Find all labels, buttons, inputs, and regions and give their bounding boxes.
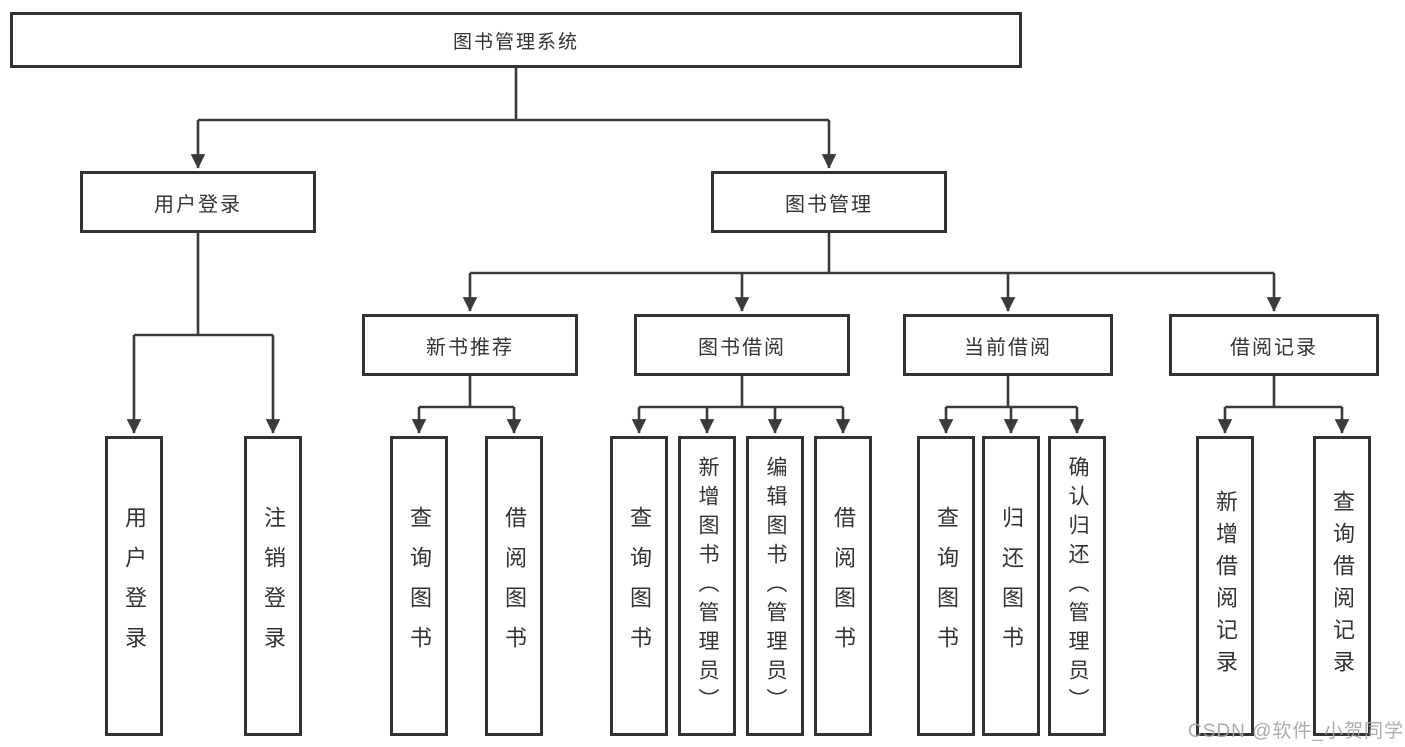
leaf-query-books-borrow: 查询图书 (610, 436, 668, 736)
leaf-add-book-admin: 新增图书（管理员） (678, 436, 736, 736)
leaf-add-borrow-record: 新增借阅记录 (1196, 436, 1254, 736)
leaf-user-login: 用户登录 (105, 436, 163, 736)
csdn-watermark: CSDN @软件_小贺同学 (1188, 721, 1404, 742)
leaf-return-book: 归还图书 (982, 436, 1040, 736)
leaf-borrow-books: 借阅图书 (814, 436, 872, 736)
node-book-borrowing: 图书借阅 (634, 314, 850, 376)
node-borrowing-records: 借阅记录 (1169, 314, 1379, 376)
node-current-borrowing: 当前借阅 (903, 314, 1113, 376)
leaf-edit-book-admin: 编辑图书（管理员） (746, 436, 804, 736)
node-book-management: 图书管理 (711, 171, 947, 233)
node-new-book-recommendation: 新书推荐 (362, 314, 578, 376)
leaf-logout: 注销登录 (244, 436, 302, 736)
leaf-confirm-return-admin: 确认归还（管理员） (1048, 436, 1106, 736)
leaf-query-borrow-record: 查询借阅记录 (1313, 436, 1371, 736)
node-library-management-system: 图书管理系统 (10, 12, 1022, 68)
leaf-borrow-books-recommend: 借阅图书 (485, 436, 543, 736)
leaf-query-books-current: 查询图书 (917, 436, 975, 736)
leaf-query-books-recommend: 查询图书 (390, 436, 448, 736)
node-user-login: 用户登录 (80, 171, 316, 233)
